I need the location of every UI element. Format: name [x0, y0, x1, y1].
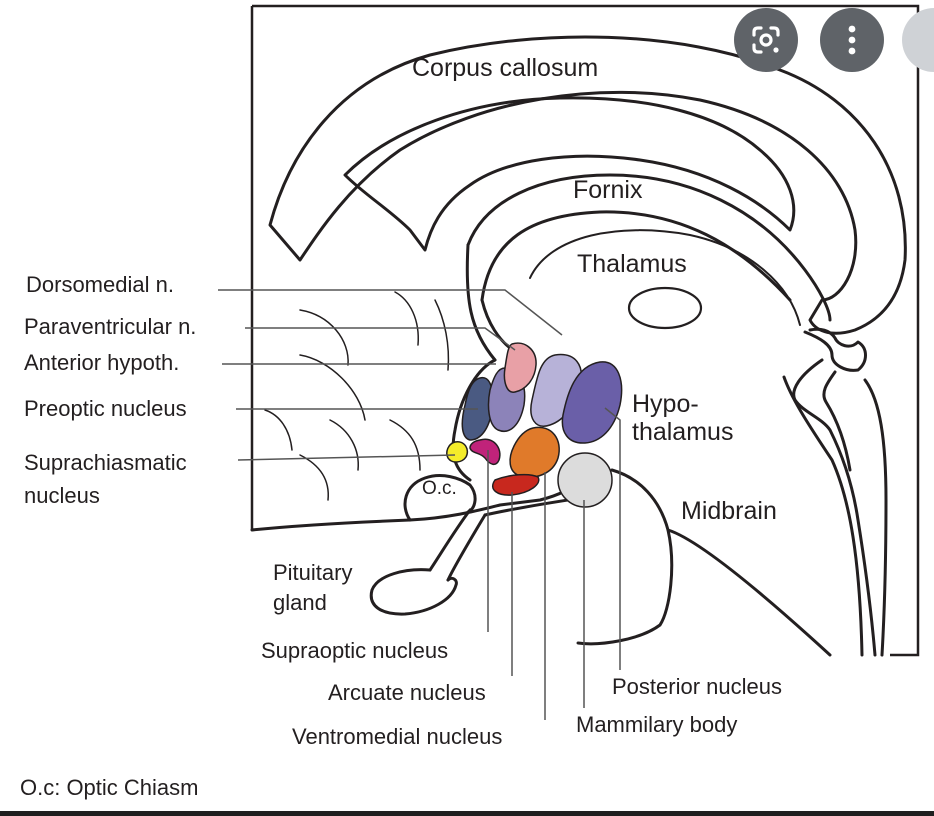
- interthalamic-adhesion: [627, 286, 703, 330]
- google-lens-icon: [752, 26, 780, 54]
- corpus-callosum-inner: [343, 96, 796, 252]
- pointer-suprachiasmatic: [237, 454, 456, 461]
- posterior-nucleus-label: Posterior nucleus: [612, 674, 782, 699]
- fornix-outer: [466, 173, 832, 322]
- pituitary-label: Pituitary gland: [273, 560, 353, 615]
- midbrain-outer: [792, 358, 877, 657]
- sulcus-line: [299, 354, 366, 421]
- more-vert-icon: [848, 25, 856, 55]
- arcuate-label: Arcuate nucleus: [328, 680, 486, 705]
- fornix-inner: [480, 210, 792, 302]
- preoptic-label: Preoptic nucleus: [24, 396, 187, 421]
- hypothalamic-floor: [250, 478, 582, 532]
- midbrain-inner: [822, 370, 852, 472]
- pituitary-gland: [369, 568, 458, 616]
- lamina-terminalis: [451, 358, 497, 482]
- optic-chiasm: [403, 474, 477, 522]
- midbrain-label: Midbrain: [681, 497, 777, 525]
- pointer-dorsomedial: [218, 289, 563, 336]
- sulcus-line: [299, 309, 349, 366]
- paraventricular-label: Paraventricular n.: [24, 314, 197, 339]
- fornix-label: Fornix: [573, 176, 643, 204]
- hypothalamus-label: Hypo- thalamus: [632, 390, 734, 446]
- pointer-paraventricular: [245, 327, 516, 351]
- ventromedial-nucleus-shape: [509, 426, 560, 478]
- midbrain-line2: [782, 375, 864, 657]
- pituitary-stalk-upper: [428, 508, 472, 572]
- supraoptic-magenta-shape: [469, 438, 501, 466]
- sulcus-line: [329, 419, 359, 471]
- dorsomedial-label: Dorsomedial n.: [26, 272, 174, 297]
- sulcus-line: [389, 419, 421, 471]
- dorsomedial-nucleus-shape: [503, 342, 537, 393]
- fornix-descend-right: [480, 298, 512, 350]
- more-options-button[interactable]: [820, 8, 884, 72]
- frame-line: [252, 4, 920, 657]
- supraoptic-label: Supraoptic nucleus: [261, 638, 449, 663]
- fornix-descend-left: [465, 243, 497, 362]
- sulcus-line: [299, 454, 329, 501]
- arcuate-nucleus-shape: [491, 473, 540, 496]
- sulcus-line: [434, 299, 450, 371]
- lens-search-button[interactable]: [734, 8, 798, 72]
- suprachiasmatic-nucleus-shape: [446, 441, 469, 463]
- mammilary-body-shape: [557, 452, 613, 508]
- legend-optic-chiasm: O.c: Optic Chiasm: [20, 775, 199, 800]
- sulcus-line: [394, 291, 419, 346]
- ventromedial-label: Ventromedial nucleus: [292, 724, 503, 749]
- pointer-posterior: [604, 407, 621, 670]
- corpus-callosum-outline: [268, 35, 907, 335]
- thalamus-arc: [529, 229, 801, 326]
- bottom-edge-bar: [0, 811, 934, 816]
- mammilary-label: Mammilary body: [576, 712, 738, 737]
- midbrain-back: [666, 528, 832, 657]
- sulcus-line: [264, 409, 293, 451]
- pituitary-stalk-lower: [446, 513, 487, 582]
- anterior-hypothalamus-label: Anterior hypoth.: [24, 350, 180, 375]
- posterior-nucleus-shape: [561, 361, 623, 444]
- midbrain-right: [863, 378, 888, 657]
- corpus-callosum-label: Corpus callosum: [412, 54, 599, 82]
- pineal-region: [803, 327, 867, 372]
- optic-chiasm-abbrev: O.c.: [422, 478, 457, 499]
- thalamus-label: Thalamus: [577, 250, 687, 278]
- suprachiasmatic-label: Suprachiasmatic nucleus: [24, 450, 187, 508]
